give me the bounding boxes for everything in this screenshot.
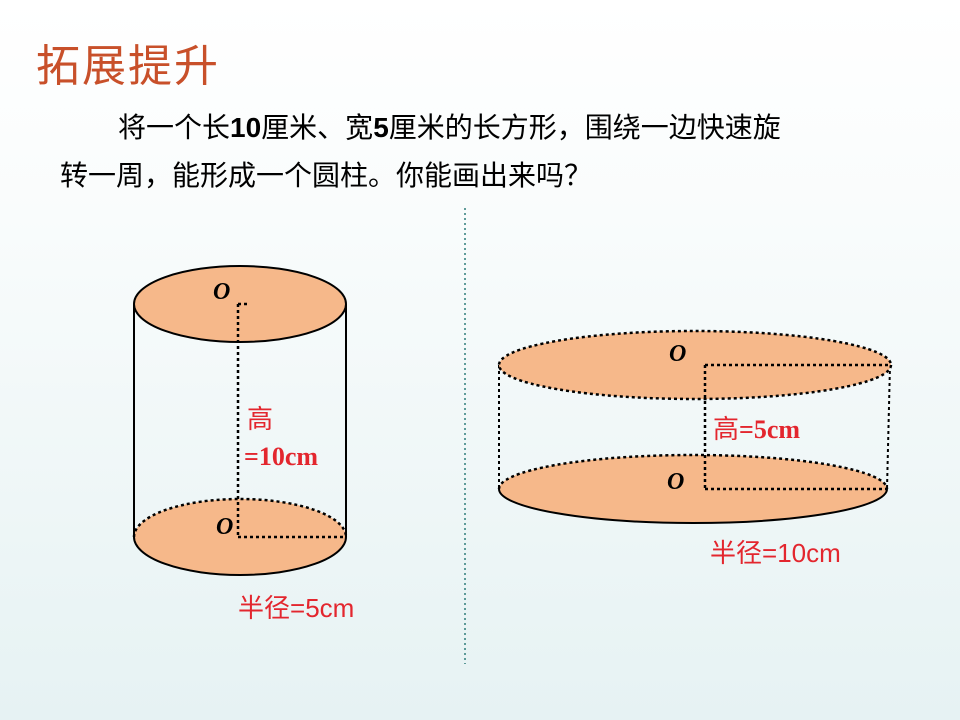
wide-bottom-face xyxy=(499,455,887,523)
problem-line-1: 将一个长10厘米、宽5厘米的长方形，围绕一边快速旋 xyxy=(60,104,900,152)
problem-seg-3: 厘米的长方形，围绕一边快速旋 xyxy=(388,111,781,144)
tall-radius-label-prefix: 半径 xyxy=(238,594,290,623)
wide-radius-label: 半径=10cm xyxy=(710,538,841,568)
wide-bottom-back-edge xyxy=(497,453,889,490)
tall-top-center-label: O xyxy=(213,279,230,305)
problem-length: 10 xyxy=(230,112,262,143)
tall-radius-label: 半径=5cm xyxy=(238,593,354,623)
tall-bottom-front-edge xyxy=(133,536,347,576)
problem-text: 将一个长10厘米、宽5厘米的长方形，围绕一边快速旋 转一周，能形成一个圆柱。你能… xyxy=(60,104,900,200)
tall-bottom-back-edge xyxy=(132,497,348,538)
wide-bottom-front-edge xyxy=(498,488,888,524)
tall-bottom-center-label: O xyxy=(216,514,233,540)
wide-bottom-center-label: O xyxy=(667,469,684,495)
problem-line-2: 转一周，能形成一个圆柱。你能画出来吗？ xyxy=(60,159,593,192)
wide-height-label: 高=5cm xyxy=(713,415,800,444)
problem-seg-1: 将一个长 xyxy=(118,111,231,144)
wide-radius-label-prefix: 半径 xyxy=(710,539,762,568)
wide-radius-label-value: =10cm xyxy=(762,538,841,568)
wide-top-center-label: O xyxy=(669,341,686,367)
cylinder-tall: O O 高 =10cm 半径=5cm xyxy=(132,265,354,623)
wide-height-label-value: =5cm xyxy=(739,415,800,444)
tall-radius-label-value: =5cm xyxy=(290,593,354,623)
tall-height-label-value: =10cm xyxy=(244,442,318,471)
wide-height-label-char: 高 xyxy=(713,415,739,444)
wide-side-right xyxy=(886,364,891,490)
problem-seg-2: 厘米、宽 xyxy=(261,111,374,144)
wide-top-face xyxy=(497,329,893,401)
slide-title: 拓展提升 xyxy=(36,41,220,92)
cylinder-wide: O O 高=5cm 半径=10cm xyxy=(497,329,893,568)
problem-width: 5 xyxy=(373,112,389,143)
tall-height-label-char: 高 xyxy=(247,405,273,434)
